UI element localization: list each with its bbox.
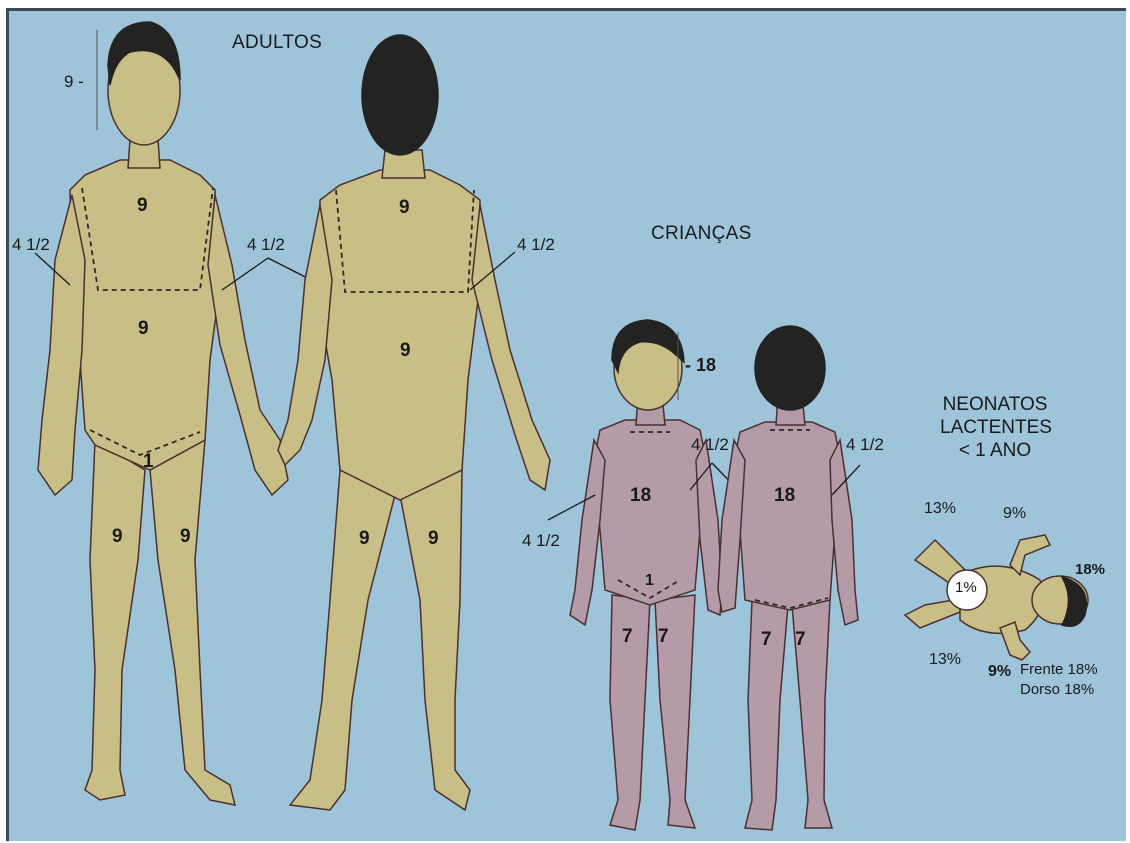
adult-shared-arm-label: 4 1/2 bbox=[247, 236, 285, 253]
neonates-title-line1: NEONATOS bbox=[940, 394, 1050, 417]
adult-back-arm-label: 4 1/2 bbox=[517, 236, 555, 253]
child-back-right-leg-label: 7 bbox=[761, 630, 772, 649]
child-front-right-leg-label: 7 bbox=[622, 627, 633, 646]
adult-back-lower-trunk-label: 9 bbox=[400, 341, 411, 360]
neonates-title-line2: LACTENTES bbox=[940, 417, 1050, 440]
neonate-back-label: Dorso 18% bbox=[1020, 682, 1094, 697]
adult-back-left-leg-label: 9 bbox=[428, 529, 439, 548]
neonate-leg-bottom-label: 13% bbox=[929, 652, 961, 668]
child-genital-label: 1 bbox=[645, 573, 654, 589]
adults-title: ADULTOS bbox=[232, 33, 322, 52]
child-shared-arm-label: 4 1/2 bbox=[691, 436, 729, 453]
child-front-trunk-label: 18 bbox=[630, 486, 651, 505]
neonates-title: NEONATOS LACTENTES < 1 ANO bbox=[940, 394, 1050, 462]
neonate-genital-label: 1% bbox=[955, 580, 977, 595]
neonate-front-label: Frente 18% bbox=[1020, 662, 1098, 677]
child-front-arm-label: 4 1/2 bbox=[522, 532, 560, 549]
child-front-left-leg-label: 7 bbox=[658, 627, 669, 646]
neonates-title-line3: < 1 ANO bbox=[940, 440, 1050, 463]
neonate-leg-top-label: 13% bbox=[924, 501, 956, 517]
adult-front-upper-trunk-label: 9 bbox=[137, 196, 148, 215]
adult-front-arm-label: 4 1/2 bbox=[12, 236, 50, 253]
child-head-label: - 18 bbox=[685, 356, 716, 374]
child-back-arm-label: 4 1/2 bbox=[846, 436, 884, 453]
adult-front-left-leg-label: 9 bbox=[180, 527, 191, 546]
child-back-left-leg-label: 7 bbox=[795, 630, 806, 649]
adult-back-upper-trunk-label: 9 bbox=[399, 198, 410, 217]
child-back-trunk-label: 18 bbox=[774, 486, 795, 505]
neonate-arm-top-label: 9% bbox=[1003, 506, 1026, 522]
adult-genital-label: 1 bbox=[143, 452, 154, 471]
adult-front-lower-trunk-label: 9 bbox=[138, 319, 149, 338]
neonate-head-label: 18% bbox=[1075, 562, 1105, 577]
adult-back-right-leg-label: 9 bbox=[359, 529, 370, 548]
adult-head-label: 9 - bbox=[64, 73, 84, 90]
adult-front-right-leg-label: 9 bbox=[112, 527, 123, 546]
children-title: CRIANÇAS bbox=[651, 224, 752, 243]
neonate-arm-bottom-label: 9% bbox=[988, 664, 1011, 680]
